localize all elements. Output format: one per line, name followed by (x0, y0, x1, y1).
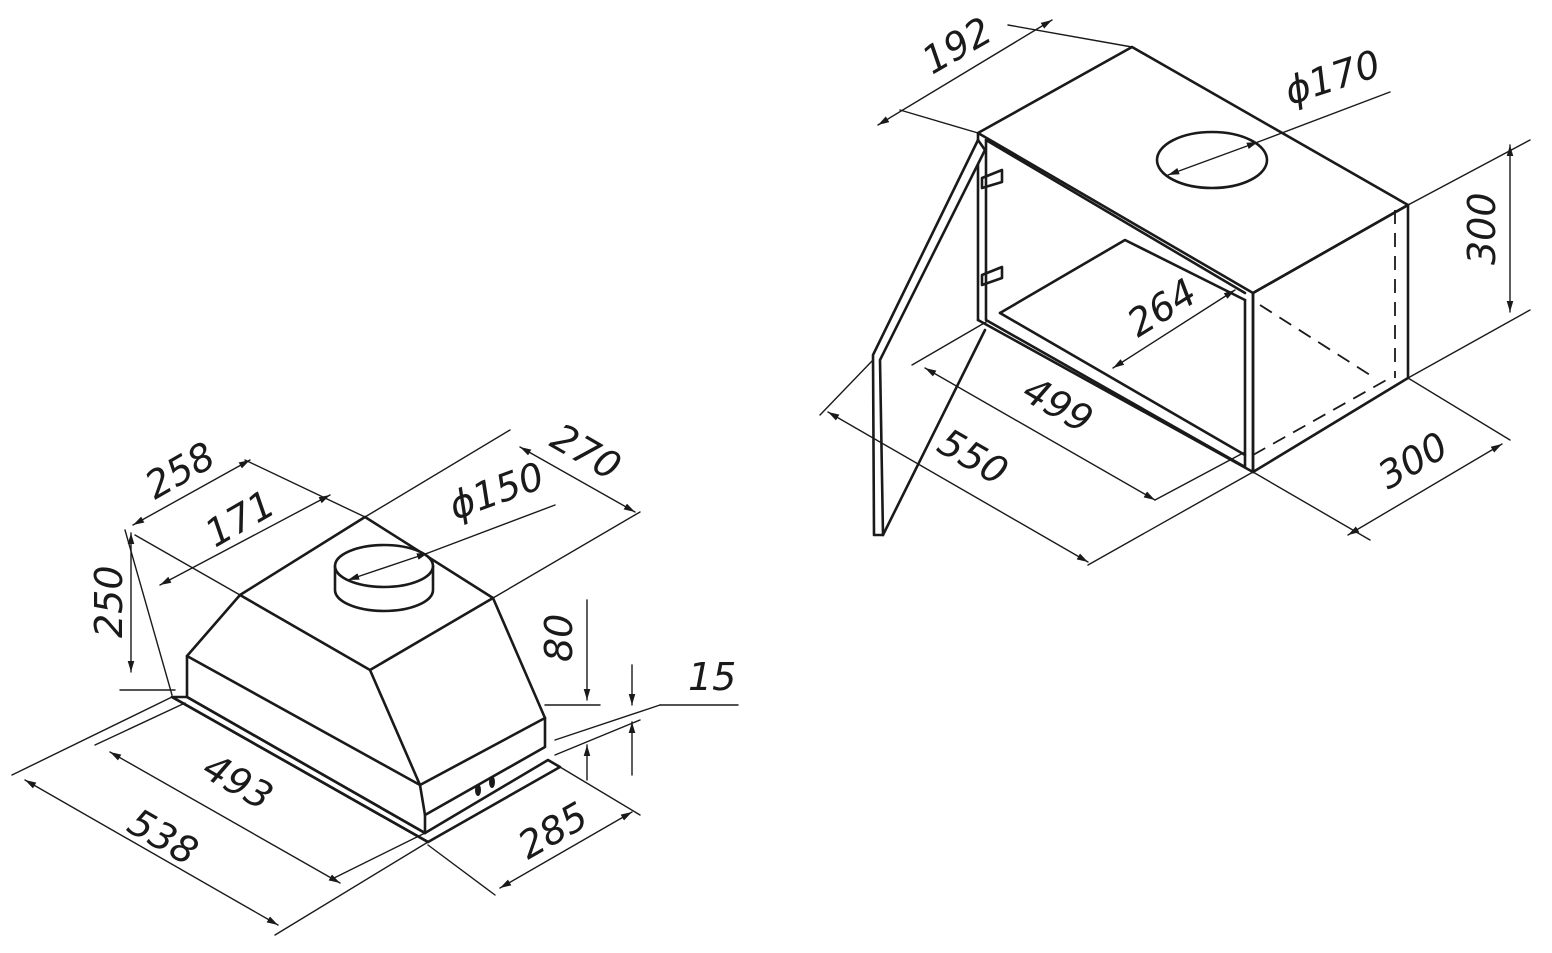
dim-line-264 (1112, 289, 1236, 369)
duct-collar (333, 543, 435, 613)
knob-icon (489, 776, 495, 788)
dim-line-192 (877, 19, 1053, 126)
cabinet-side (1251, 203, 1410, 474)
dim-264: 264 (1119, 270, 1204, 346)
built-in-hood-drawing: 258 171 270 ϕ150 250 80 15 493 538 285 (11, 415, 739, 936)
cabinet-drawing: 192 ϕ170 300 264 499 550 300 (819, 8, 1531, 566)
dim-192: 192 (915, 8, 1000, 82)
dim-285: 285 (511, 793, 596, 867)
dim-line-550 (827, 411, 1089, 563)
dim-550: 550 (931, 420, 1016, 494)
dim-line-150 (347, 552, 429, 581)
knob-icon (475, 784, 481, 796)
dim-line-285 (499, 811, 633, 889)
dim-170: ϕ170 (1279, 42, 1385, 114)
dim-line-300d (1347, 443, 1503, 536)
dim-line-170 (1167, 141, 1259, 176)
dim-538: 538 (121, 800, 206, 874)
dim-300d: 300 (1371, 423, 1456, 497)
dim-300h: 300 (1460, 192, 1504, 265)
hinge-icon (980, 265, 1004, 287)
dim-line-171 (159, 494, 331, 586)
dim-171: 171 (198, 481, 283, 555)
dim-line-270 (519, 446, 636, 513)
dim-15: 15 (688, 655, 736, 699)
dim-270: 270 (544, 415, 629, 489)
hinge-icon (980, 168, 1004, 190)
dim-80: 80 (537, 614, 581, 662)
dim-line-258 (132, 459, 251, 526)
dim-line-538 (24, 779, 279, 926)
dim-258: 258 (138, 433, 223, 507)
dim-150: ϕ150 (443, 454, 550, 529)
dim-250: 250 (87, 565, 131, 638)
duct-hole (1155, 130, 1269, 190)
